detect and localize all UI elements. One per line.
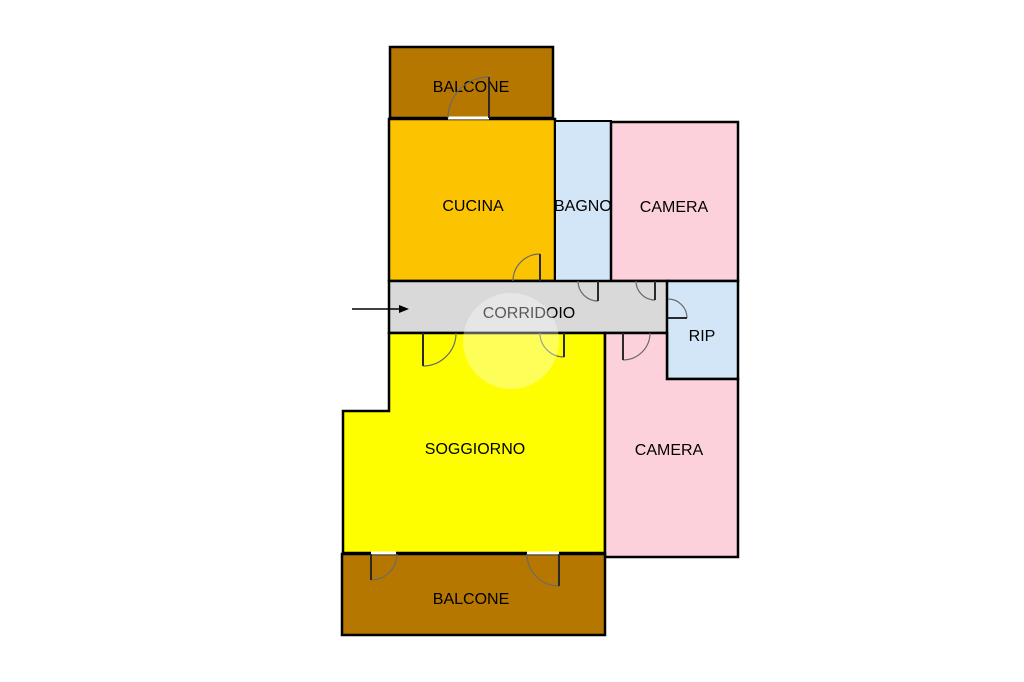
label-bedroom-bottom: CAMERA [635,442,704,459]
label-balcony-top: BALCONE [433,79,509,96]
label-corridor: CORRIDOIO [483,305,575,322]
bathroom-label-clip: BAGNO [554,198,612,215]
label-bathroom: BAGNO [554,198,612,215]
door-openings [371,116,559,555]
door-swing-living-right [539,332,565,358]
label-bedroom-top: CAMERA [640,199,709,216]
label-storage: RIP [689,328,716,345]
door-swing-bedroom-bottom [622,332,651,361]
label-living: SOGGIORNO [425,441,525,458]
room-storage [665,279,740,381]
door-swing-balcony-right [526,553,560,587]
door-swing-kitchen [512,253,541,282]
room-bedroom-top [609,120,740,283]
watermark-circle [463,293,559,389]
label-balcony-bottom: BALCONE [433,591,509,608]
door-swing-kitchen-balcony [447,76,490,119]
door-swing-bathroom [577,280,599,302]
room-balcony-bottom [340,552,607,637]
room-balcony-top [388,45,555,120]
door-swing-bedroom-top [635,280,656,301]
door-swing-living-left [422,332,457,367]
door-swing-storage [667,298,688,319]
door-swing-balcony-left [370,553,398,581]
door-swings [370,76,688,587]
entrance-arrow-icon [352,305,409,313]
label-kitchen: CUCINA [442,198,504,215]
